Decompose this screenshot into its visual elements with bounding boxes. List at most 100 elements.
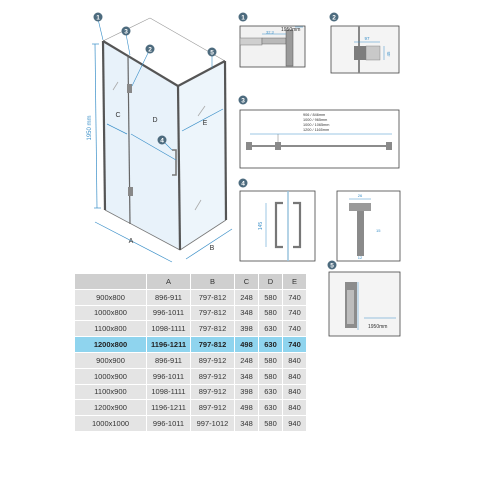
callout-3-marker (121, 26, 131, 36)
callout-5-text: 5 (210, 50, 214, 57)
table-cell: 740 (282, 304, 307, 322)
callout-1-marker (93, 12, 103, 22)
detail-2-dim-b: 45 (386, 51, 391, 57)
table-size-cell: 900x900 (74, 351, 147, 369)
table-cell: 897-912 (190, 383, 235, 401)
callout-2-text: 2 (148, 47, 152, 54)
table-cell: 996-1011 (146, 304, 191, 322)
door-handle (172, 149, 177, 176)
callout-2-marker (145, 44, 155, 54)
detail-1-sub-dim: 32.3 (266, 30, 275, 35)
detail-1: 1 32.3 1950mm (238, 12, 306, 68)
table-cell: 580 (258, 288, 283, 306)
table-cell: 897-912 (190, 351, 235, 369)
table-cell: 1098-1111 (146, 320, 191, 338)
detail-2-dim-a: 97 (364, 36, 370, 41)
table-cell: 840 (282, 399, 307, 417)
table-cell: 630 (258, 399, 283, 417)
detail-3-size-1: 906 / 846mm (303, 113, 325, 117)
table-cell: 897-912 (190, 367, 235, 385)
table-header-cell: E (282, 273, 307, 290)
detail-3-size-4: 1200 / 1165mm (303, 128, 329, 132)
table-cell: 1098-1111 (146, 383, 191, 401)
table-cell: 398 (234, 320, 259, 338)
table-cell: 896-911 (146, 351, 191, 369)
detail-5: 5 1950mm (327, 260, 401, 337)
table-size-cell: 1200x900 (74, 399, 147, 417)
detail-5-dim: 1950mm (368, 324, 387, 330)
callout-3-text: 3 (124, 29, 128, 36)
table-size-cell: 1000x800 (74, 304, 147, 322)
table-cell: 740 (282, 320, 307, 338)
table-cell: 580 (258, 351, 283, 369)
table-cell: 797-812 (190, 288, 235, 306)
table-cell: 498 (234, 399, 259, 417)
table-cell: 580 (258, 367, 283, 385)
detail-4-marker: 4 (241, 181, 245, 188)
table-cell: 997-1012 (190, 415, 235, 432)
table-cell: 740 (282, 336, 307, 353)
table-cell: 840 (282, 351, 307, 369)
front-glass-panel (103, 41, 180, 250)
table-cell: 630 (258, 383, 283, 401)
detail-2: 2 97 45 (329, 12, 400, 74)
dim-letter-c: C (115, 112, 120, 119)
detail-4-dim-bottom: 12 (358, 255, 363, 260)
table-cell: 996-1011 (146, 415, 191, 432)
table-cell: 580 (258, 304, 283, 322)
height-dimension-label: 1950 mm (87, 115, 93, 140)
table-size-cell: 1100x900 (74, 383, 147, 401)
table-header-cell: A (146, 273, 191, 290)
table-size-cell: 1100x800 (74, 320, 147, 338)
table-cell: 498 (234, 336, 259, 353)
table-cell: 348 (234, 304, 259, 322)
table-cell: 1196-1211 (146, 399, 191, 417)
table-cell: 348 (234, 415, 259, 432)
lower-hinge (128, 187, 133, 196)
detail-4-dim-top: 26 (358, 193, 363, 198)
detail-4: 4 145 26 15 12 (238, 178, 401, 262)
table-header-cell: B (190, 273, 235, 290)
dim-letter-d: D (152, 117, 157, 124)
table-header-cell: D (258, 273, 283, 290)
table-cell: 630 (258, 320, 283, 338)
detail-2-marker: 2 (332, 15, 336, 22)
callout-4-marker (157, 135, 167, 145)
detail-4-dim-side: 145 (258, 222, 264, 231)
table-cell: 797-812 (190, 336, 235, 353)
table-cell: 248 (234, 288, 259, 306)
dim-letter-a: A (129, 238, 134, 245)
upper-hinge (127, 84, 132, 93)
table-cell: 940 (282, 415, 307, 432)
callout-4-text: 4 (160, 138, 164, 145)
table-cell: 740 (282, 288, 307, 306)
table-size-cell: 1000x900 (74, 367, 147, 385)
table-cell: 630 (258, 336, 283, 353)
detail-5-marker: 5 (330, 263, 334, 270)
table-cell: 398 (234, 383, 259, 401)
detail-1-dim: 1950mm (281, 27, 300, 33)
table-cell: 840 (282, 367, 307, 385)
table-header-row: A B C D E (74, 273, 307, 290)
table-cell: 248 (234, 351, 259, 369)
table-size-cell: 900x800 (74, 288, 147, 306)
detail-4-dim-mid: 15 (376, 228, 381, 233)
table-cell: 996-1011 (146, 367, 191, 385)
detail-1-marker: 1 (241, 15, 245, 22)
callout-5-marker (207, 47, 217, 57)
handle-side-view (274, 201, 283, 249)
table-cell: 348 (234, 367, 259, 385)
dim-letter-b: B (210, 245, 215, 252)
table-cell: 797-812 (190, 304, 235, 322)
table-size-cell: 1200x800 (74, 336, 147, 353)
